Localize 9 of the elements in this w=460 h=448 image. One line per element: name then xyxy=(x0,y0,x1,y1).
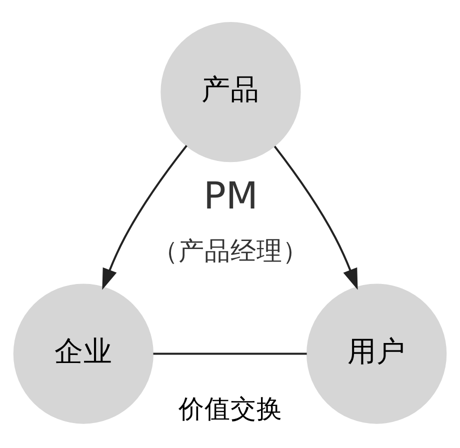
node-circle: 企业 xyxy=(13,284,154,424)
connector xyxy=(153,352,307,355)
edge-label: 价值交换 xyxy=(178,394,283,424)
label: （产品经理） xyxy=(152,236,309,266)
arrow xyxy=(274,146,358,290)
arrow xyxy=(102,145,188,290)
node-circle: 产品 xyxy=(160,22,301,162)
label: PM xyxy=(203,173,258,218)
node-circle: 用户 xyxy=(306,284,447,424)
